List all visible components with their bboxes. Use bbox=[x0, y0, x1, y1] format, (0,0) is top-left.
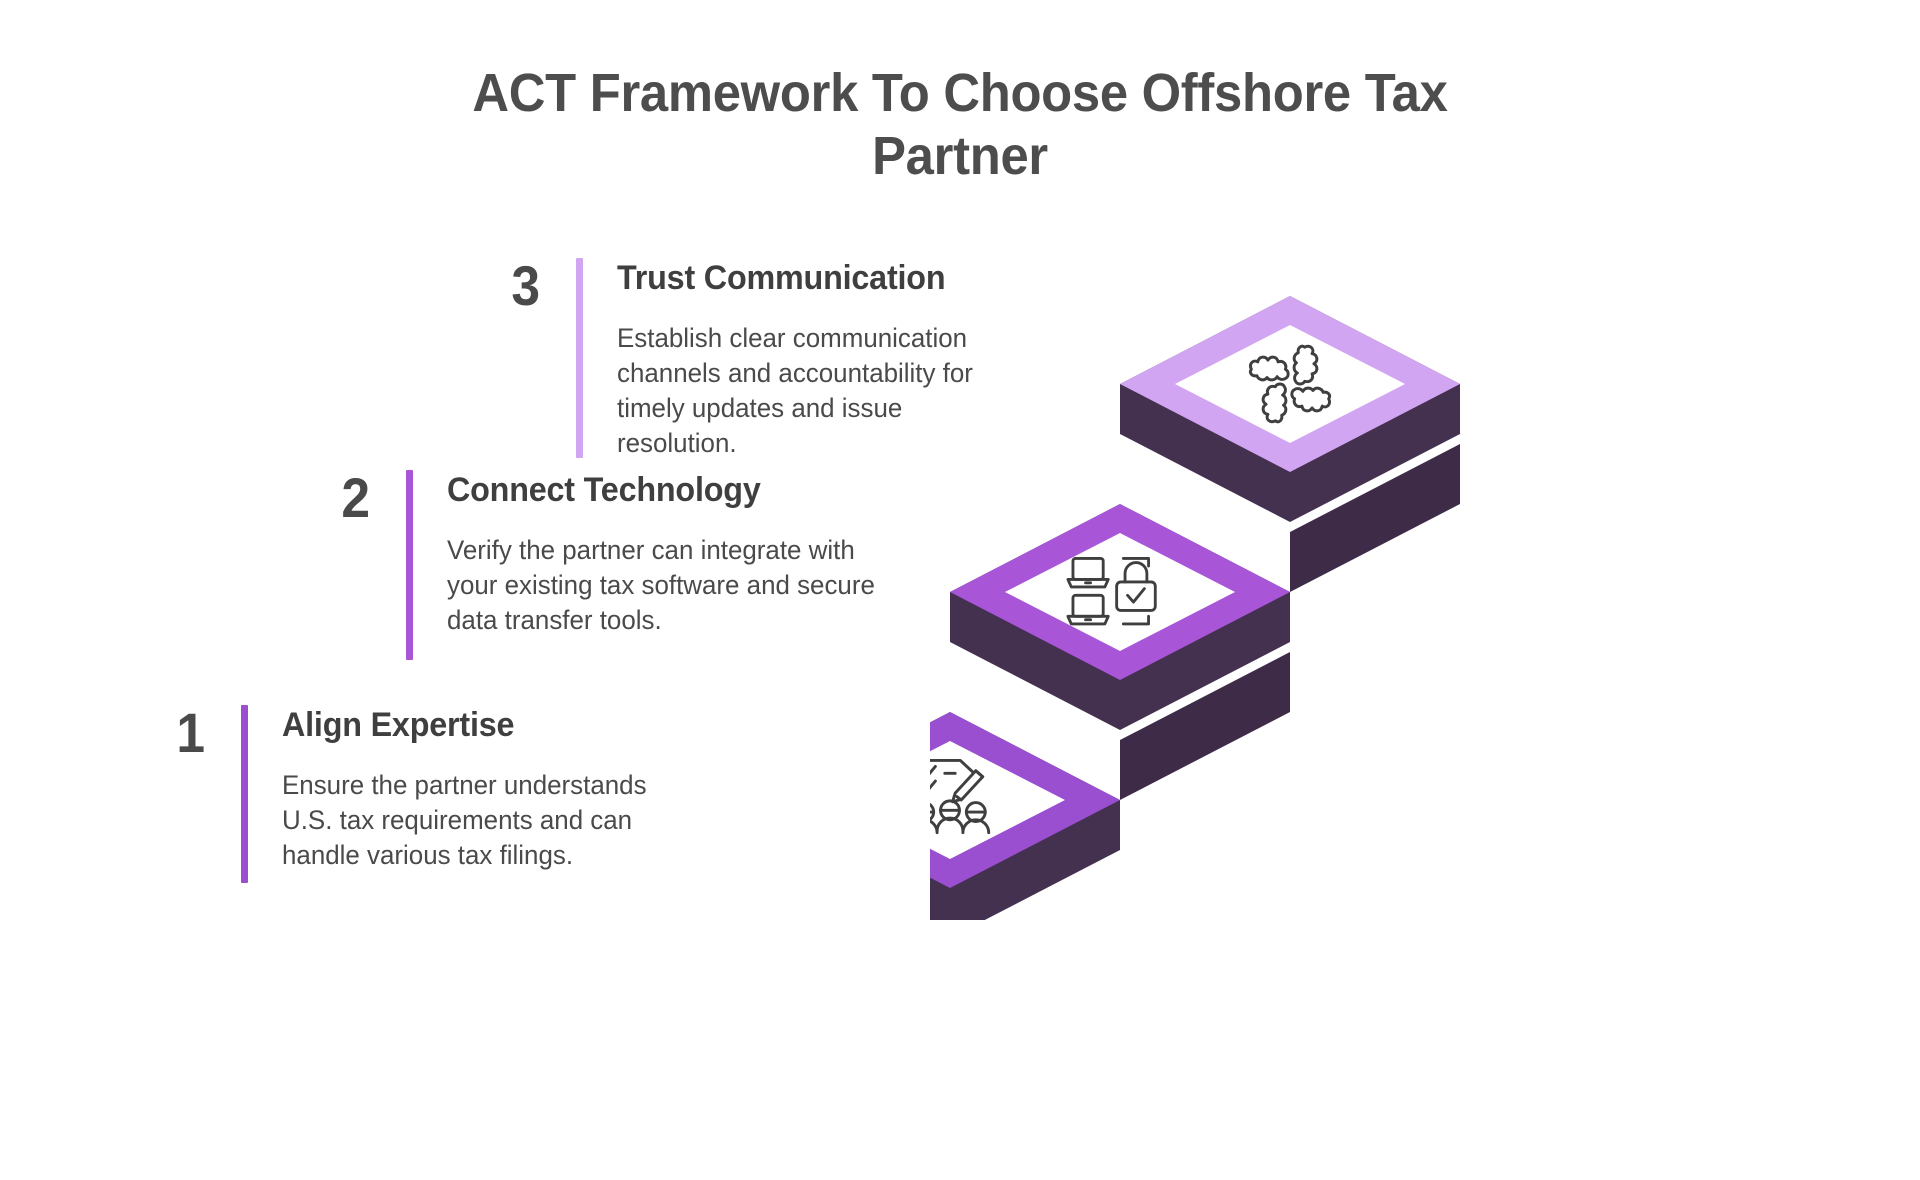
step-heading-3: Trust Communication bbox=[617, 259, 946, 297]
page-title: ACT Framework To Choose Offshore Tax Par… bbox=[472, 63, 1448, 187]
stair-block-2 bbox=[950, 444, 1460, 730]
step-number-1: 1 bbox=[176, 701, 205, 764]
step-content-2: Connect Technology Verify the partner ca… bbox=[447, 470, 897, 638]
step-content-3: Trust Communication Establish clear comm… bbox=[617, 258, 1037, 461]
stair-block-1 bbox=[930, 652, 1290, 920]
step-number-2: 2 bbox=[341, 466, 370, 529]
step-row-2: 2 Connect Technology Verify the partner … bbox=[300, 470, 897, 660]
step-description-3: Establish clear communication channels a… bbox=[617, 323, 973, 458]
step-accent-bar-1 bbox=[241, 705, 248, 883]
step-row-3: 3 Trust Communication Establish clear co… bbox=[470, 258, 1037, 461]
isometric-staircase bbox=[930, 240, 1570, 920]
step-accent-bar-2 bbox=[406, 470, 413, 660]
step-description-1: Ensure the partner understands U.S. tax … bbox=[282, 770, 647, 871]
clipboard-people-icon bbox=[930, 758, 991, 835]
step-heading-2: Connect Technology bbox=[447, 471, 761, 509]
step-heading-1: Align Expertise bbox=[282, 706, 515, 744]
step-row-1: 1 Align Expertise Ensure the partner und… bbox=[135, 705, 702, 883]
step-accent-bar-3 bbox=[576, 258, 583, 458]
step-content-1: Align Expertise Ensure the partner under… bbox=[282, 705, 702, 873]
stair-block-3 bbox=[1120, 296, 1460, 522]
step-number-3: 3 bbox=[511, 254, 540, 317]
handshake-hands-icon bbox=[1248, 344, 1332, 424]
laptops-lock-icon bbox=[1066, 556, 1157, 626]
step-description-2: Verify the partner can integrate with yo… bbox=[447, 535, 875, 636]
